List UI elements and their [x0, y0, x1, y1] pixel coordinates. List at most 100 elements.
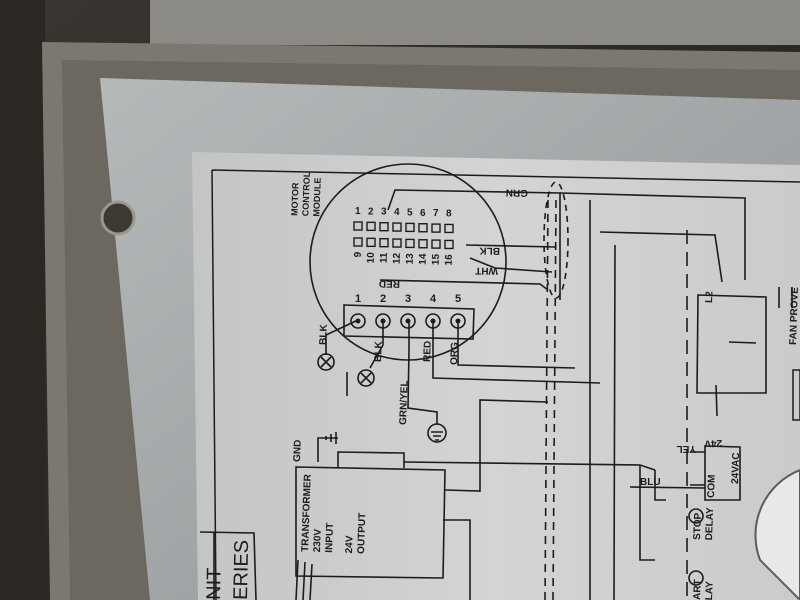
- wire-grnyel-down: [407, 322, 438, 425]
- plug-5pin: [343, 304, 475, 340]
- x-marker-2: [357, 369, 375, 387]
- plug-hole-3: [400, 313, 416, 329]
- wire-grn: [387, 189, 561, 300]
- plug-hole-1: [350, 313, 366, 329]
- plug-hole-center: [430, 318, 436, 324]
- transformer-label-2: 230V: [312, 528, 324, 552]
- x-marker-2-cross: [360, 372, 372, 384]
- wire-lower-right-1: [639, 465, 655, 561]
- pin-top-1: [353, 221, 363, 231]
- wire-blk-left-2: [369, 322, 384, 369]
- harness-loop: [543, 181, 569, 299]
- transformer-input-wires: [295, 559, 313, 600]
- label-gnd: GND: [292, 439, 304, 462]
- pin-number-bottom: 16: [444, 254, 455, 266]
- pin-number-bottom: 10: [366, 252, 377, 264]
- terminal-block: [704, 445, 741, 501]
- plug-hole-center: [405, 318, 411, 324]
- plug-hole-center: [355, 318, 361, 324]
- label-delay-partial: LAY: [704, 581, 716, 600]
- label-l2: L2: [704, 291, 715, 303]
- pin-number-bottom: 13: [405, 253, 416, 265]
- label-plug-blk-1: BLK: [318, 323, 330, 345]
- pin-bottom-11: [379, 237, 389, 248]
- pin-bottom-16: [444, 239, 454, 250]
- pin-bottom-12: [392, 238, 402, 248]
- pin-number-bottom: 15: [431, 253, 442, 265]
- pin-number-top: 6: [420, 208, 426, 219]
- transformer-out-wires: [444, 399, 549, 492]
- label-com: COM: [706, 474, 718, 498]
- pin-top-4: [392, 222, 402, 232]
- label-wht: WHT: [475, 265, 498, 276]
- wire-l2: [599, 231, 723, 283]
- label-24v: 24V: [704, 437, 722, 449]
- pin-top-8: [444, 223, 454, 234]
- plug-hole-center: [380, 318, 386, 324]
- wire-mid: [613, 244, 616, 600]
- plug-pin-number: 2: [380, 293, 386, 305]
- background-top: [150, 0, 800, 45]
- plug-pin-number: 3: [405, 293, 411, 305]
- pin-top-2: [366, 221, 376, 232]
- harness-dashed: [544, 199, 557, 600]
- pin-number-top: 3: [381, 207, 387, 218]
- label-blu: BLU: [640, 477, 661, 488]
- pin-top-6: [418, 223, 428, 233]
- wire-blu: [629, 486, 706, 489]
- transformer-label-5: OUTPUT: [356, 513, 368, 554]
- module-title-line-2: CONTROL: [300, 171, 312, 216]
- plug-pin-number: 4: [430, 293, 437, 305]
- pin-number-bottom: 11: [379, 252, 390, 263]
- pin-bottom-15: [431, 239, 441, 249]
- wire-top-right: [559, 192, 746, 600]
- label-plug-red: RED: [422, 341, 434, 362]
- terminal-contacts: [690, 451, 705, 486]
- pin-number-top: 8: [446, 208, 452, 219]
- wire-red: [379, 279, 549, 291]
- relay-contact-1: [728, 341, 757, 344]
- wire-lower-right-2: [654, 470, 666, 501]
- transformer-label-1: TRANSFORMER: [300, 473, 314, 552]
- module-connector-16pin: [353, 221, 454, 250]
- label-red: RED: [379, 278, 400, 289]
- plug-hole-center: [455, 318, 461, 324]
- label-series: ERIES: [230, 540, 253, 600]
- series-box: [199, 531, 257, 600]
- motor-partial-circle: [754, 468, 800, 600]
- x-marker-1: [317, 353, 335, 371]
- pin-bottom-9: [353, 237, 363, 247]
- plug-hole-5: [450, 313, 466, 329]
- plug-pin-number: 1: [355, 293, 361, 305]
- label-start-partial: ART: [692, 579, 704, 600]
- plug-hole-4: [425, 313, 441, 329]
- plug-hole-2: [375, 313, 391, 329]
- ground-gnd: [317, 432, 338, 462]
- fan-partial-relay: [792, 369, 800, 421]
- pin-number-bottom: 9: [353, 251, 364, 257]
- pin-number-bottom: 12: [392, 252, 403, 264]
- label-24vac: 24VAC: [730, 452, 742, 484]
- diagram-linework: [199, 163, 793, 600]
- pin-top-3: [379, 221, 389, 232]
- label-plug-grn-yel: GRN/YEL: [398, 380, 411, 425]
- transformer-top-tab: [337, 451, 405, 468]
- wire-org-down: [457, 322, 576, 369]
- relay-contact-2: [715, 384, 718, 417]
- transformer-label-3: INPUT: [324, 523, 336, 553]
- label-blk: BLK: [479, 245, 501, 256]
- wire-wht: [469, 257, 553, 273]
- plug-holes: [350, 313, 466, 329]
- background-left: [0, 0, 45, 600]
- pin-top-7: [431, 223, 441, 233]
- label-plug-blk-2: BLK: [373, 340, 385, 362]
- label-plug-org: ORG: [449, 342, 461, 365]
- module-title-line-1: MOTOR: [289, 182, 300, 216]
- stop-delay-circle: [688, 508, 704, 524]
- pin-top-5: [405, 222, 415, 233]
- pin-number-top: 5: [407, 207, 413, 218]
- wire-blk-left: [325, 319, 359, 355]
- fan-prove-switch: [778, 287, 793, 308]
